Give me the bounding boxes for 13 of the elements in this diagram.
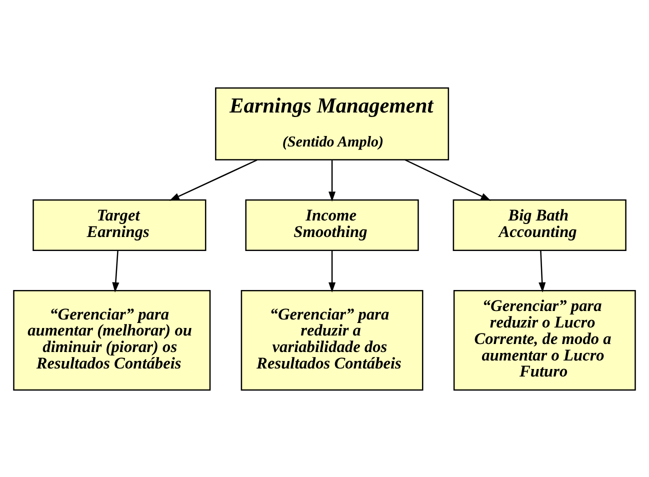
arrow [538,250,546,292]
arrow [169,158,258,200]
arrow [112,250,120,292]
node-box: Big Bath Accounting [452,198,626,250]
node-box: “Gerenciar” para reduzir a variabilidade dos Resultados Contábeis [240,289,424,390]
arrow [328,250,336,292]
node-box: “Gerenciar” para reduzir o Lucro Corrente, de modo a aumentar o Lucro Futuro [453,289,636,390]
node-box: Target Earnings [32,198,206,250]
node-box: Income Smoothing [245,198,419,250]
arrow [328,160,336,202]
node-box: “Gerenciar” para aumentar (melhorar) ou diminuir (piorar) os Resultados Contábeis [13,289,211,390]
node-box: Earnings Management (Sentido Amplo) [215,86,450,160]
arrow [404,158,491,200]
